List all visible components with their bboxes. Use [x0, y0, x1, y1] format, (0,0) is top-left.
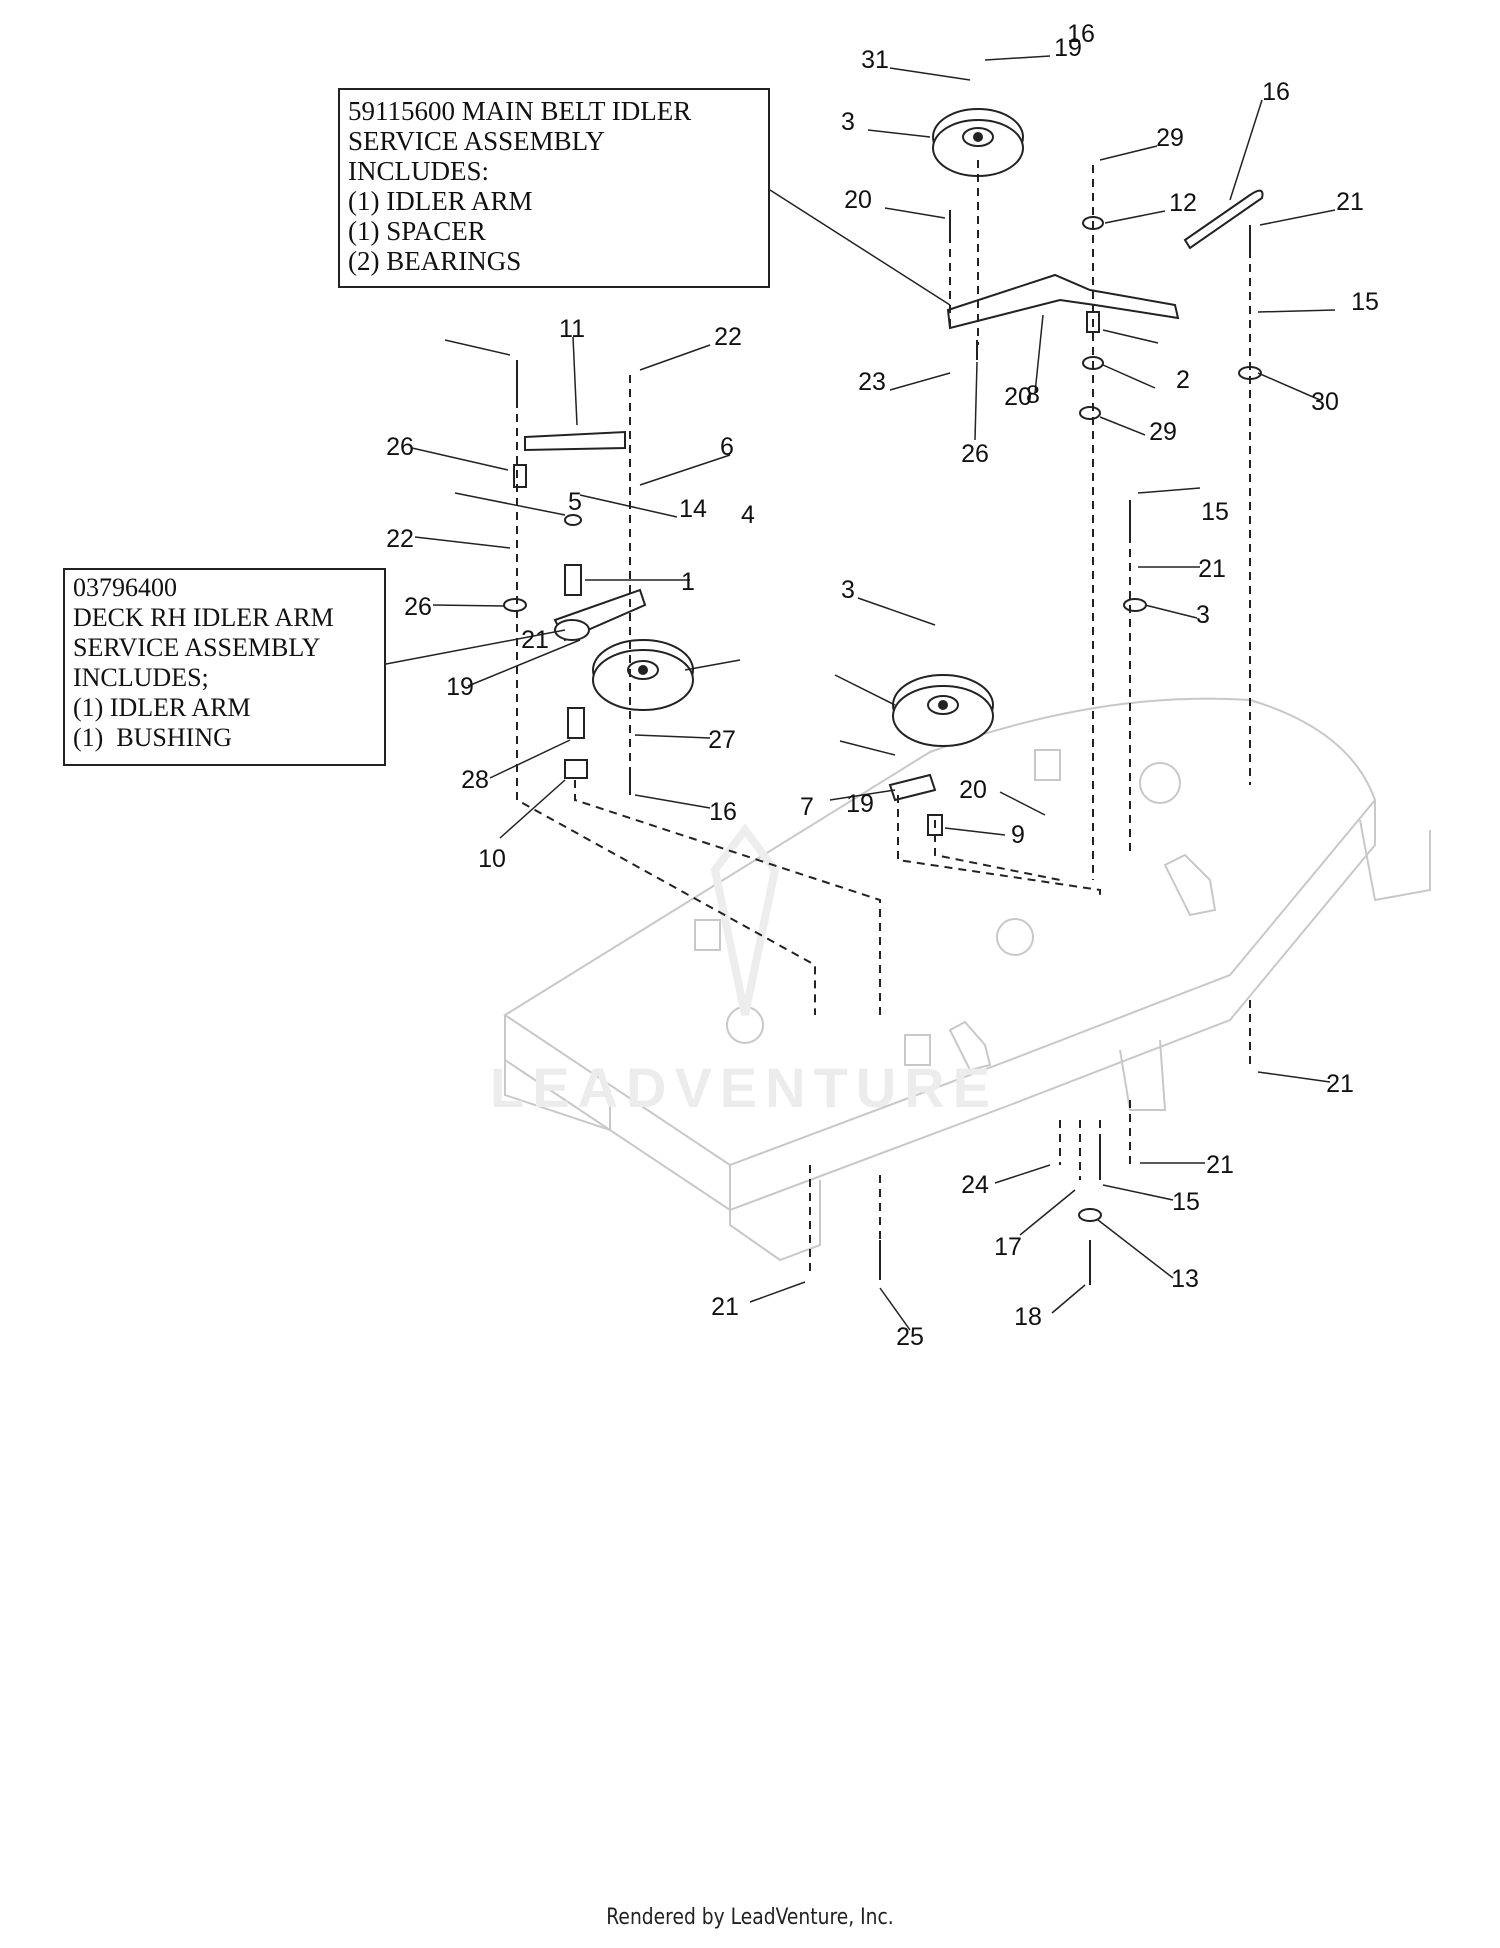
callout-9[interactable]: 9	[1011, 821, 1025, 849]
service-box-line: INCLUDES;	[73, 663, 209, 692]
watermark-text: LEADVENTURE	[490, 1056, 999, 1119]
callout-1[interactable]: 1	[681, 568, 695, 596]
callout-4[interactable]: 4	[741, 501, 755, 529]
callout-15[interactable]: 15	[1201, 498, 1229, 526]
service-box-line: (1) BUSHING	[73, 723, 232, 752]
washer-26c	[1123, 598, 1147, 612]
service-box-line: DECK RH IDLER ARM	[73, 603, 334, 632]
callout-13[interactable]: 13	[1171, 1265, 1199, 1293]
bracket-7	[888, 773, 937, 802]
callout-23[interactable]: 23	[858, 368, 886, 396]
callout-21[interactable]: 21	[1336, 188, 1364, 216]
callout-30[interactable]: 30	[1311, 388, 1339, 416]
callout-18[interactable]: 18	[1014, 1303, 1042, 1331]
plate-10	[564, 759, 588, 779]
callout-5[interactable]: 5	[568, 488, 582, 516]
washer-26a	[503, 598, 527, 612]
callout-10[interactable]: 10	[478, 845, 506, 873]
callout-21[interactable]: 21	[521, 626, 549, 654]
extension-spring-11	[524, 430, 626, 452]
center-idler-pulley	[892, 674, 994, 747]
callout-15[interactable]: 15	[1172, 1188, 1200, 1216]
callout-3[interactable]: 3	[1196, 601, 1210, 629]
callout-8[interactable]: 8	[1026, 381, 1040, 409]
service-box-line: (1) IDLER ARM	[348, 186, 533, 216]
callout-26[interactable]: 26	[404, 593, 432, 621]
service-box-line: SERVICE ASSEMBLY	[73, 633, 321, 662]
callout-21[interactable]: 21	[1206, 1151, 1234, 1179]
service-box-line: (2) BEARINGS	[348, 246, 522, 276]
callout-22[interactable]: 22	[386, 525, 414, 553]
callout-26[interactable]: 26	[386, 433, 414, 461]
callout-6[interactable]: 6	[720, 433, 734, 461]
assembly-lines	[516, 160, 1251, 1275]
deck-rh-idler-service-box: 03796400 DECK RH IDLER ARM SERVICE ASSEM…	[63, 568, 386, 766]
service-box-line: 03796400	[73, 573, 177, 602]
bushing-28	[567, 707, 585, 739]
callout-21[interactable]: 21	[1326, 1070, 1354, 1098]
leader-lines	[385, 55, 1336, 1331]
washer-6	[1079, 406, 1101, 420]
callout-16[interactable]: 16	[1262, 78, 1290, 106]
callout-15[interactable]: 15	[1351, 288, 1379, 316]
service-box-line: INCLUDES:	[348, 156, 489, 186]
callout-19[interactable]: 19	[446, 673, 474, 701]
callout-26[interactable]: 26	[961, 440, 989, 468]
callout-21[interactable]: 21	[1198, 555, 1226, 583]
callout-14[interactable]: 14	[679, 495, 707, 523]
callout-29[interactable]: 29	[1156, 124, 1184, 152]
callout-21[interactable]: 21	[711, 1293, 739, 1321]
callout-16[interactable]: 16	[709, 798, 737, 826]
service-box-line: 59115600 MAIN BELT IDLER	[348, 96, 692, 126]
callout-2[interactable]: 2	[1176, 366, 1190, 394]
watermark-logo	[710, 823, 780, 1016]
service-box-line: SERVICE ASSEMBLY	[348, 126, 605, 156]
callout-20[interactable]: 20	[1004, 383, 1032, 411]
callout-19[interactable]: 19	[846, 790, 874, 818]
washer-13	[1078, 1208, 1102, 1222]
callout-19[interactable]: 19	[1054, 34, 1082, 62]
main-idler-arm	[946, 273, 1180, 330]
callout-31[interactable]: 31	[861, 46, 889, 74]
service-box-line: (1) IDLER ARM	[73, 693, 251, 722]
callout-28[interactable]: 28	[461, 766, 489, 794]
callout-7[interactable]: 7	[800, 793, 814, 821]
spacer-5	[513, 464, 527, 488]
footer-credit: Rendered by LeadVenture, Inc.	[606, 1905, 894, 1930]
callout-27[interactable]: 27	[708, 726, 736, 754]
callout-11[interactable]: 11	[559, 315, 585, 343]
callout-3[interactable]: 3	[841, 576, 855, 604]
extension-spring-12	[1183, 189, 1264, 250]
callout-17[interactable]: 17	[994, 1233, 1022, 1261]
callout-22[interactable]: 22	[714, 323, 742, 351]
service-box-line: (1) SPACER	[348, 216, 486, 246]
callout-24[interactable]: 24	[961, 1171, 989, 1199]
washer-14	[564, 514, 582, 526]
callout-29[interactable]: 29	[1149, 418, 1177, 446]
bushing-4	[564, 564, 582, 596]
callout-3[interactable]: 3	[841, 108, 855, 136]
callout-16[interactable]: 16	[1067, 20, 1095, 48]
main-belt-idler-service-box: 59115600 MAIN BELT IDLER SERVICE ASSEMBL…	[338, 88, 770, 288]
callout-20[interactable]: 20	[844, 186, 872, 214]
callout-20[interactable]: 20	[959, 776, 987, 804]
rh-idler-pulley	[592, 639, 694, 711]
callout-12[interactable]: 12	[1169, 189, 1197, 217]
rh-arm-hub	[554, 619, 590, 641]
callout-25[interactable]: 25	[896, 1323, 924, 1351]
